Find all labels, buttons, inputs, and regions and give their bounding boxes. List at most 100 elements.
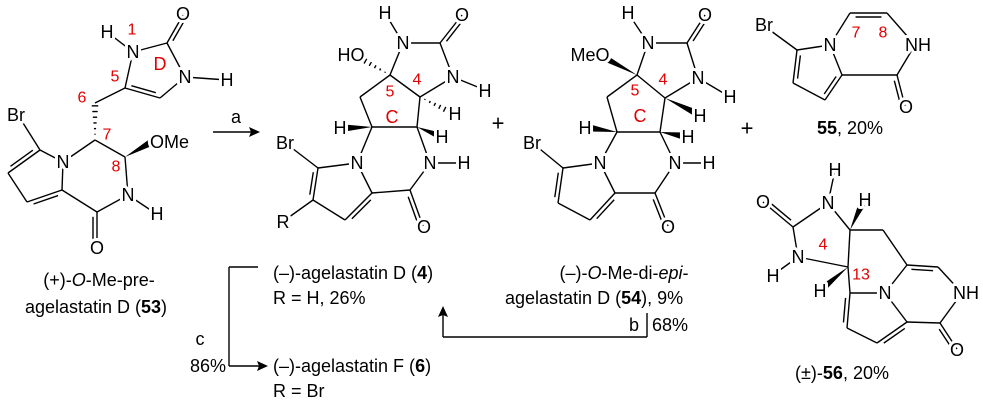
locant-1: 1	[128, 22, 137, 39]
double-bond	[762, 201, 794, 228]
single-bond	[636, 74, 666, 99]
compound-54-caption-line1: (–)-O-Me-di-epi-	[559, 263, 688, 283]
atom-h: H	[151, 204, 164, 224]
double-bond	[846, 292, 851, 329]
double-bond-inner	[309, 172, 314, 195]
arrow-a-head	[249, 127, 260, 137]
single-bond	[61, 189, 98, 213]
double-bond-inner	[893, 80, 901, 103]
compound-56-caption: (±)-56, 20%	[795, 363, 889, 383]
compound-4: H N O N H HO H H H N N H O Br R 5 4 C (–…	[273, 0, 495, 308]
atom-br: Br	[523, 133, 541, 153]
atom-n: N	[127, 42, 140, 62]
hash-bond	[442, 106, 447, 113]
hash-bond	[373, 64, 377, 69]
atom-o: O	[756, 192, 770, 212]
bonds	[7, 12, 963, 350]
atom-br: Br	[755, 15, 773, 35]
single-bond	[697, 77, 731, 98]
plus-sign: +	[741, 116, 754, 141]
double-bond-inner	[883, 327, 906, 344]
single-bond	[317, 162, 358, 169]
locant-4: 4	[659, 72, 668, 89]
single-bond	[627, 12, 649, 44]
single-bond	[17, 114, 41, 151]
wedge-bond	[850, 202, 866, 230]
reaction-arrows	[213, 127, 648, 371]
single-bond	[827, 202, 851, 231]
wedge-bond	[601, 53, 637, 75]
double-bond	[876, 321, 908, 344]
atom-h: H	[622, 3, 635, 23]
double-bond-inner	[938, 328, 952, 348]
double-bond-inner	[10, 149, 34, 167]
double-bond	[7, 149, 41, 174]
atom-h: H	[829, 160, 842, 180]
atom-o: O	[698, 5, 712, 25]
single-bond	[94, 87, 126, 104]
double-bond-inner	[769, 202, 792, 221]
single-bond	[371, 189, 411, 194]
hash-bond	[438, 104, 442, 110]
single-bond	[127, 194, 156, 214]
locant-7: 7	[852, 25, 861, 42]
single-bond	[359, 74, 391, 98]
single-bond	[94, 139, 126, 158]
single-bond	[124, 51, 134, 89]
double-bond	[312, 167, 319, 201]
atom-o: O	[90, 238, 104, 258]
wedge-bond	[820, 267, 848, 291]
single-bond	[664, 77, 699, 99]
atom-h: H	[703, 153, 716, 173]
compound-54: H N O N H MeO H H H N N H O Br 5 4 C (–)…	[505, 0, 740, 308]
single-bond	[7, 172, 28, 203]
single-bond	[409, 162, 431, 191]
reagent-a-label: a	[231, 107, 242, 127]
atom-n: N	[792, 247, 805, 267]
double-bond-inner	[823, 76, 837, 95]
double-bond	[906, 264, 939, 268]
plus-sign: +	[492, 111, 505, 136]
single-bond	[61, 161, 64, 191]
single-bond	[534, 144, 564, 169]
arrow-c-head	[257, 361, 268, 371]
compound-6-detail: R = Br	[273, 381, 325, 400]
atom-n: N	[669, 153, 682, 173]
single-bond	[166, 42, 186, 78]
compound-54-caption-line2: agelastatin D (54), 9%	[505, 288, 683, 308]
atom-nh: NH	[953, 283, 979, 303]
atom-n: N	[447, 67, 460, 87]
atom-br: Br	[276, 133, 294, 153]
compound-55-caption: 55, 20%	[817, 118, 883, 138]
single-bond	[106, 31, 134, 53]
atom-o: O	[899, 97, 913, 117]
single-bond	[884, 292, 908, 323]
wedge-bond	[125, 139, 152, 157]
single-bond	[419, 76, 454, 98]
atom-h: H	[814, 281, 827, 301]
single-bond	[599, 131, 618, 164]
double-bond	[792, 49, 798, 84]
single-bond	[896, 44, 916, 76]
single-bond	[792, 82, 826, 101]
single-bond	[772, 256, 799, 276]
hash-bond	[358, 55, 363, 62]
double-bond	[166, 14, 184, 44]
atom-o: O	[455, 5, 469, 25]
atom-h: H	[859, 190, 872, 210]
atom-h: H	[579, 118, 592, 138]
reagent-c-label: c	[196, 329, 205, 349]
ring-label-c: C	[634, 106, 647, 126]
locant-7: 7	[103, 127, 112, 144]
hash-bond	[379, 68, 382, 71]
atom-n: N	[57, 152, 70, 172]
double-bond	[896, 74, 906, 107]
double-bond-inner	[596, 199, 615, 220]
atom-n: N	[397, 33, 410, 53]
atom-h: H	[436, 127, 449, 147]
atom-n: N	[822, 193, 835, 213]
single-bond	[287, 144, 319, 169]
single-bond	[184, 76, 228, 81]
atom-n: N	[424, 153, 437, 173]
single-bond	[384, 12, 404, 44]
